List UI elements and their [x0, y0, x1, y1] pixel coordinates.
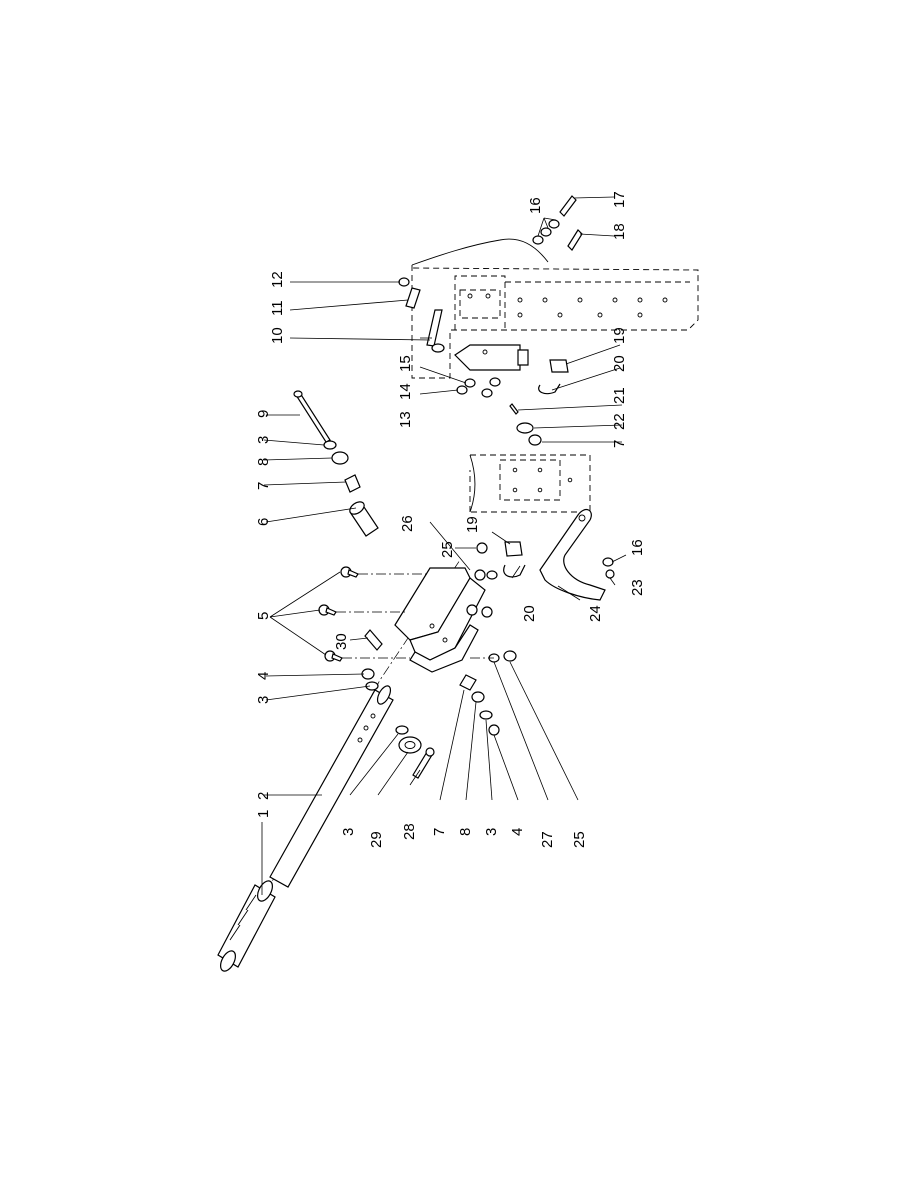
callout-29: 29 [368, 831, 385, 848]
callout-15: 15 [397, 355, 414, 372]
callout-3: 3 [255, 696, 272, 704]
callout-7: 7 [611, 440, 628, 448]
pin [364, 629, 383, 651]
callout-12: 12 [269, 271, 286, 288]
callout-23: 23 [629, 579, 646, 596]
callout-16: 16 [629, 539, 646, 556]
callout-20: 20 [521, 605, 538, 622]
callout-3: 3 [483, 828, 500, 836]
callout-24: 24 [587, 605, 604, 622]
callout-16: 16 [527, 197, 544, 214]
washer-nut-group-upper [361, 668, 379, 691]
bracket-hardware [466, 569, 517, 663]
callout-7: 7 [255, 482, 272, 490]
callout-7: 7 [431, 828, 448, 836]
callout-18: 18 [611, 223, 628, 240]
callout-19: 19 [464, 516, 481, 533]
mount-plate-outline [469, 454, 591, 513]
callout-2: 2 [255, 792, 272, 800]
callout-4: 4 [255, 672, 272, 680]
hitch-hook [539, 508, 606, 601]
upper-pivot-stack [293, 390, 379, 537]
clevis-group-lower [476, 541, 615, 579]
callout-8: 8 [457, 828, 474, 836]
callout-3: 3 [255, 436, 272, 444]
callout-9: 9 [255, 410, 272, 418]
callout-13: 13 [397, 411, 414, 428]
lower-spacer-stack [459, 674, 500, 736]
callout-19: 19 [611, 327, 628, 344]
callout-6: 6 [255, 518, 272, 526]
callout-20: 20 [611, 355, 628, 372]
callout-4: 4 [509, 828, 526, 836]
callout-8: 8 [255, 458, 272, 466]
callout-10: 10 [269, 327, 286, 344]
bearing-and-bolt [395, 725, 435, 779]
callout-labels: 1 2 3 29 28 7 8 3 4 27 25 3 4 5 30 6 7 8… [255, 191, 646, 848]
upper-bracket-group [398, 195, 583, 446]
callout-11: 11 [269, 300, 286, 316]
leader-lines [261, 196, 627, 895]
handle-bracket [394, 567, 486, 673]
callout-14: 14 [397, 383, 414, 400]
callout-30: 30 [333, 633, 350, 650]
mower-frame-outline [411, 238, 699, 379]
callout-22: 22 [611, 413, 628, 430]
callout-3: 3 [340, 828, 357, 836]
callout-25: 25 [439, 541, 456, 558]
callout-5: 5 [255, 612, 272, 620]
callout-26: 26 [399, 515, 416, 532]
bolts-group [318, 566, 430, 662]
callout-28: 28 [401, 823, 418, 840]
callout-25: 25 [571, 831, 588, 848]
callout-27: 27 [539, 831, 556, 848]
callout-17: 17 [611, 191, 628, 208]
handle-grip [217, 880, 276, 972]
callout-1: 1 [255, 810, 272, 818]
handle-tube [269, 685, 394, 888]
callout-21: 21 [611, 387, 628, 404]
